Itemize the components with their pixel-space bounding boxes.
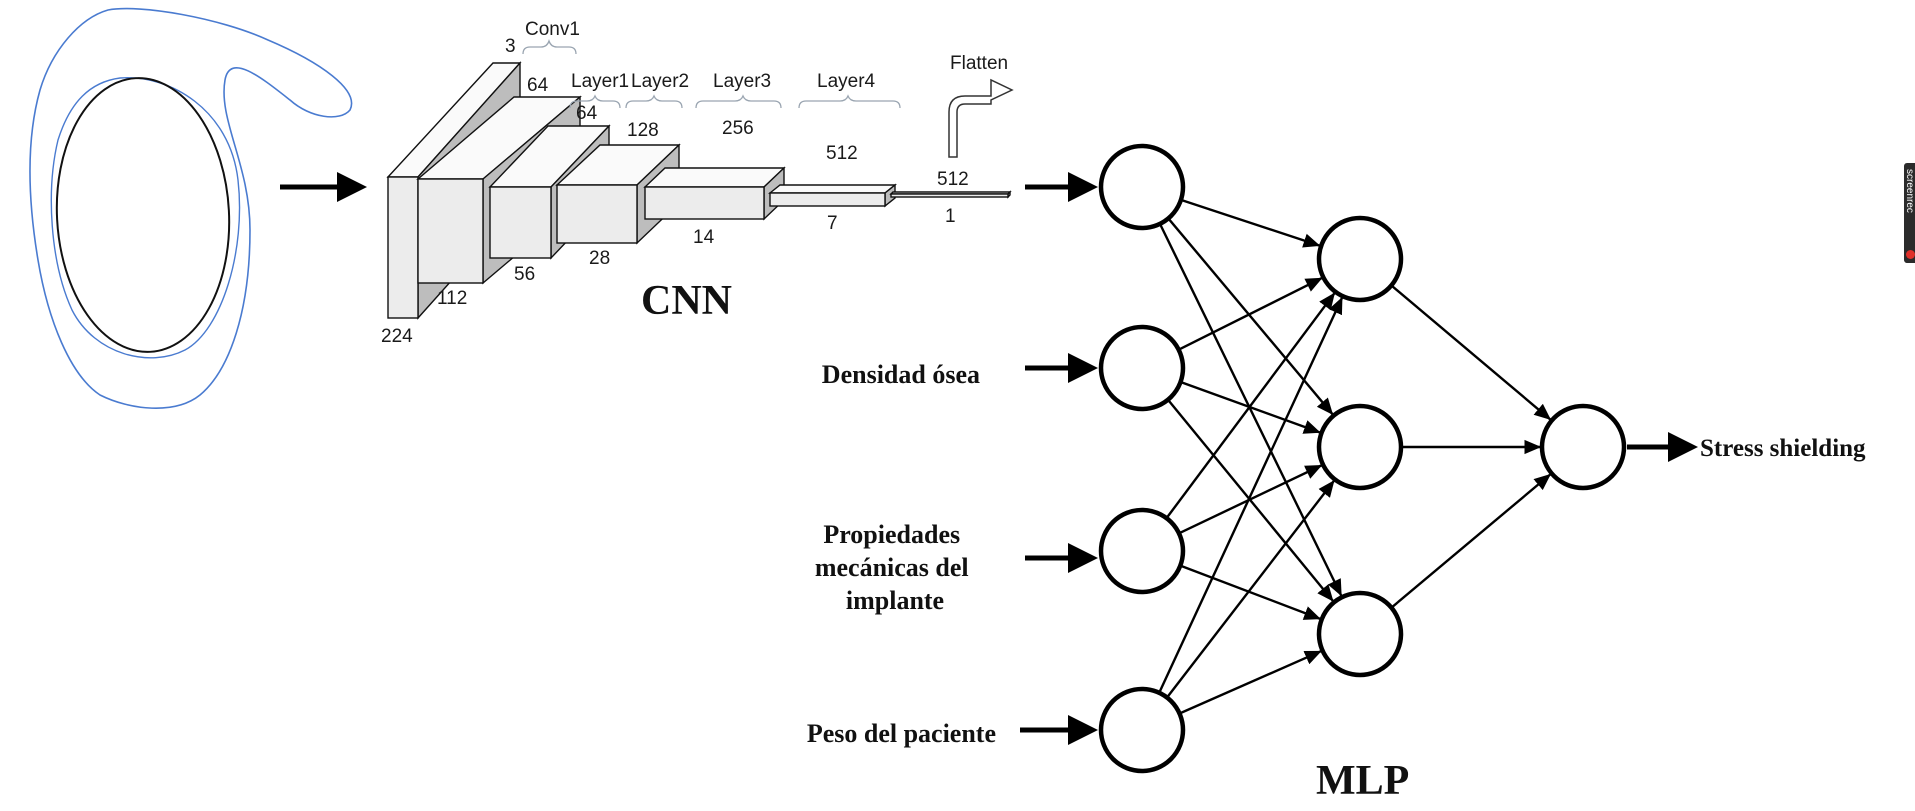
neuron-layer0-2 <box>1098 507 1186 595</box>
record-dot-icon <box>1906 250 1915 259</box>
edge-l0-n2-to-n2 <box>1179 564 1321 620</box>
neuron-layer1-0 <box>1316 215 1404 303</box>
channels-conv1: 64 <box>527 75 549 96</box>
screenrec-watermark: screenrec <box>1904 163 1915 263</box>
outer-contour <box>29 7 353 409</box>
layer-braces <box>522 38 901 109</box>
edge-l0-n2-to-n0 <box>1165 292 1336 519</box>
size-7: 7 <box>827 213 838 234</box>
edge-l0-n2-to-n1 <box>1178 464 1323 535</box>
size-112: 112 <box>437 288 467 309</box>
layer-name-layer2: Layer2 <box>631 71 689 92</box>
bone-cross-section-image <box>29 7 353 409</box>
neuron-layer0-0 <box>1098 143 1186 231</box>
cnn-blocks <box>386 61 1012 320</box>
channels-layer4: 512 <box>826 143 858 164</box>
size-224: 224 <box>381 326 413 347</box>
channels-input: 3 <box>505 36 516 57</box>
input-label-propiedades-line3: implante <box>846 586 944 615</box>
edge-l0-n3-to-n0 <box>1158 296 1344 694</box>
cnn-title: CNN <box>641 278 732 324</box>
neuron-layer1-2 <box>1316 590 1404 678</box>
mlp-edges <box>1158 198 1552 715</box>
edge-l1-n2-to-n0 <box>1390 473 1551 609</box>
channels-layer3: 256 <box>722 118 754 139</box>
input-label-propiedades-line1: Propiedades <box>823 520 960 549</box>
edge-l0-n0-to-n1 <box>1167 217 1334 415</box>
channels-layer2: 128 <box>627 120 659 141</box>
layer-name-layer1: Layer1 <box>571 71 629 92</box>
input-label-propiedades-line2: mecánicas del <box>815 553 969 582</box>
flatten-label: Flatten <box>950 53 1008 74</box>
edge-l0-n0-to-n2 <box>1158 223 1343 597</box>
neuron-layer2-0 <box>1539 403 1627 491</box>
edge-l0-n3-to-n1 <box>1166 480 1335 699</box>
output-label: Stress shielding <box>1700 435 1866 462</box>
channels-flatten: 512 <box>937 169 969 190</box>
cnn-block-flatten <box>889 190 1012 199</box>
edge-l1-n0-to-n0 <box>1390 284 1552 421</box>
size-1: 1 <box>945 206 956 227</box>
size-14: 14 <box>693 227 715 248</box>
cnn-block-layer3 <box>643 166 786 221</box>
mlp-network <box>1098 143 1627 774</box>
watermark-text: screenrec <box>1904 169 1915 213</box>
layer-name-conv1: Conv1 <box>525 19 580 40</box>
edge-l0-n0-to-n0 <box>1180 198 1321 248</box>
channels-layer1: 64 <box>576 103 598 124</box>
neuron-layer1-1 <box>1316 403 1404 491</box>
size-28: 28 <box>589 248 610 269</box>
mid-contour <box>50 77 241 359</box>
edge-l0-n1-to-n0 <box>1178 277 1323 351</box>
inner-ellipse <box>55 77 231 353</box>
layer-name-layer3: Layer3 <box>713 71 771 92</box>
flatten-arrow <box>948 78 1014 158</box>
cnn-block-layer4 <box>768 183 897 208</box>
input-label-propiedades: Propiedades mecánicas del implante <box>815 520 975 615</box>
mlp-title: MLP <box>1316 758 1409 804</box>
neuron-layer0-3 <box>1098 686 1186 774</box>
neuron-layer0-1 <box>1098 324 1186 412</box>
layer-name-layer4: Layer4 <box>817 71 876 92</box>
input-label-peso: Peso del paciente <box>807 719 996 748</box>
size-56: 56 <box>514 264 535 285</box>
edge-l0-n3-to-n2 <box>1179 650 1322 715</box>
input-label-densidad: Densidad ósea <box>822 360 980 389</box>
